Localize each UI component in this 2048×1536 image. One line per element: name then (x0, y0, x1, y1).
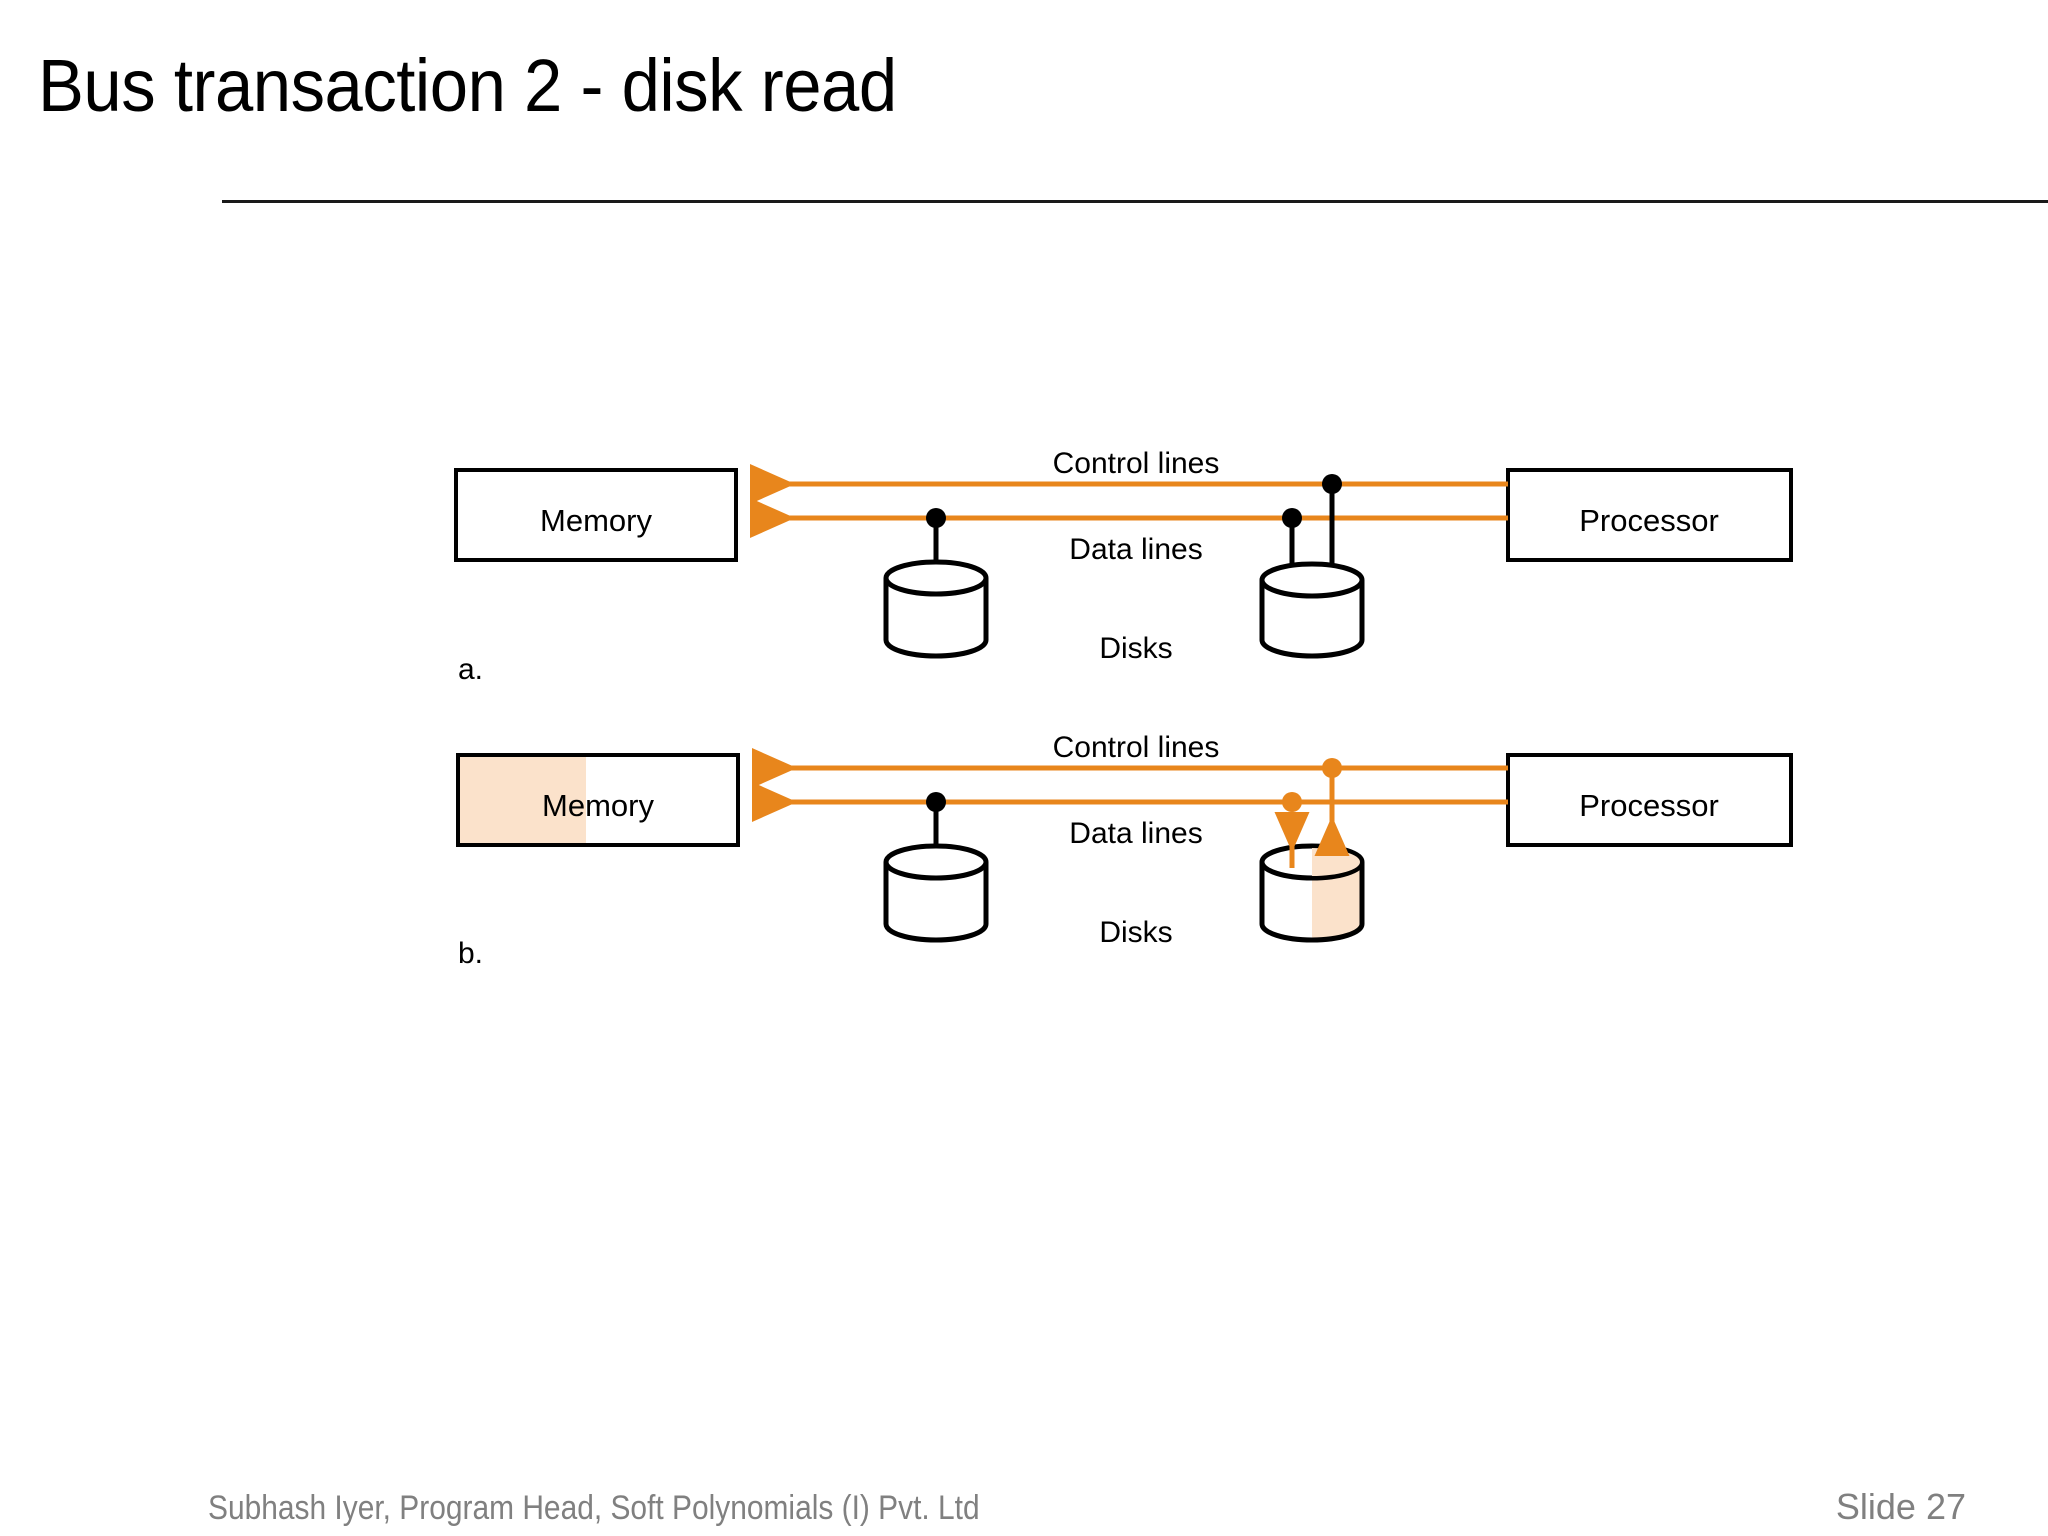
disk-left-a-top (883, 559, 989, 597)
processor-box-b-label: Processor (1579, 788, 1719, 823)
processor-box-a: Processor (1506, 468, 1793, 562)
memory-box-b-outline (456, 753, 740, 847)
diagram-b: Memory Processor Control lines Data line… (456, 731, 1793, 970)
diagram-a: Memory Processor Control lines Data line… (454, 447, 1793, 686)
disk-left-b-bus-dot (926, 792, 946, 812)
disk-left-b (883, 792, 989, 943)
processor-box-b: Processor (1506, 753, 1793, 847)
caption-b: b. (458, 937, 483, 970)
disk-right-a-data-dot (1282, 508, 1302, 528)
disk-left-b-top (883, 843, 989, 881)
disk-right-b (1259, 758, 1365, 943)
title-divider (222, 200, 2048, 203)
data-lines-label-b: Data lines (1069, 817, 1202, 850)
memory-box-a-outline (454, 468, 738, 562)
disk-right-b-body-outline (1259, 862, 1365, 943)
memory-box-a: Memory (454, 468, 738, 562)
processor-box-b-outline (1506, 753, 1793, 847)
control-lines-label-a: Control lines (1053, 447, 1220, 480)
disk-right-a-control-dot (1322, 474, 1342, 494)
disk-right-a-body (1259, 580, 1365, 659)
footer-author: Subhash Iyer, Program Head, Soft Polynom… (208, 1489, 980, 1527)
page-title: Bus transaction 2 - disk read (38, 44, 897, 127)
disk-left-a-bus-dot (926, 508, 946, 528)
caption-a: a. (458, 653, 483, 686)
disks-label-b: Disks (1099, 916, 1172, 949)
memory-box-b-highlight (458, 755, 586, 845)
processor-box-a-outline (1506, 468, 1793, 562)
disk-left-b-body (883, 862, 989, 943)
disk-right-b-data-dot (1282, 792, 1302, 812)
disk-right-a (1259, 474, 1365, 659)
disk-right-a-top (1259, 561, 1365, 599)
memory-box-b: Memory (456, 753, 740, 847)
footer-slide-number: Slide 27 (1835, 1486, 1966, 1527)
memory-box-a-label: Memory (540, 503, 652, 538)
disk-left-a (883, 508, 989, 659)
data-lines-label-a: Data lines (1069, 533, 1202, 566)
memory-box-b-label: Memory (542, 788, 654, 823)
control-lines-label-b: Control lines (1053, 731, 1220, 764)
disk-right-b-control-dot (1322, 758, 1342, 778)
disks-label-a: Disks (1099, 632, 1172, 665)
processor-box-a-label: Processor (1579, 503, 1719, 538)
disk-left-a-body (883, 578, 989, 659)
